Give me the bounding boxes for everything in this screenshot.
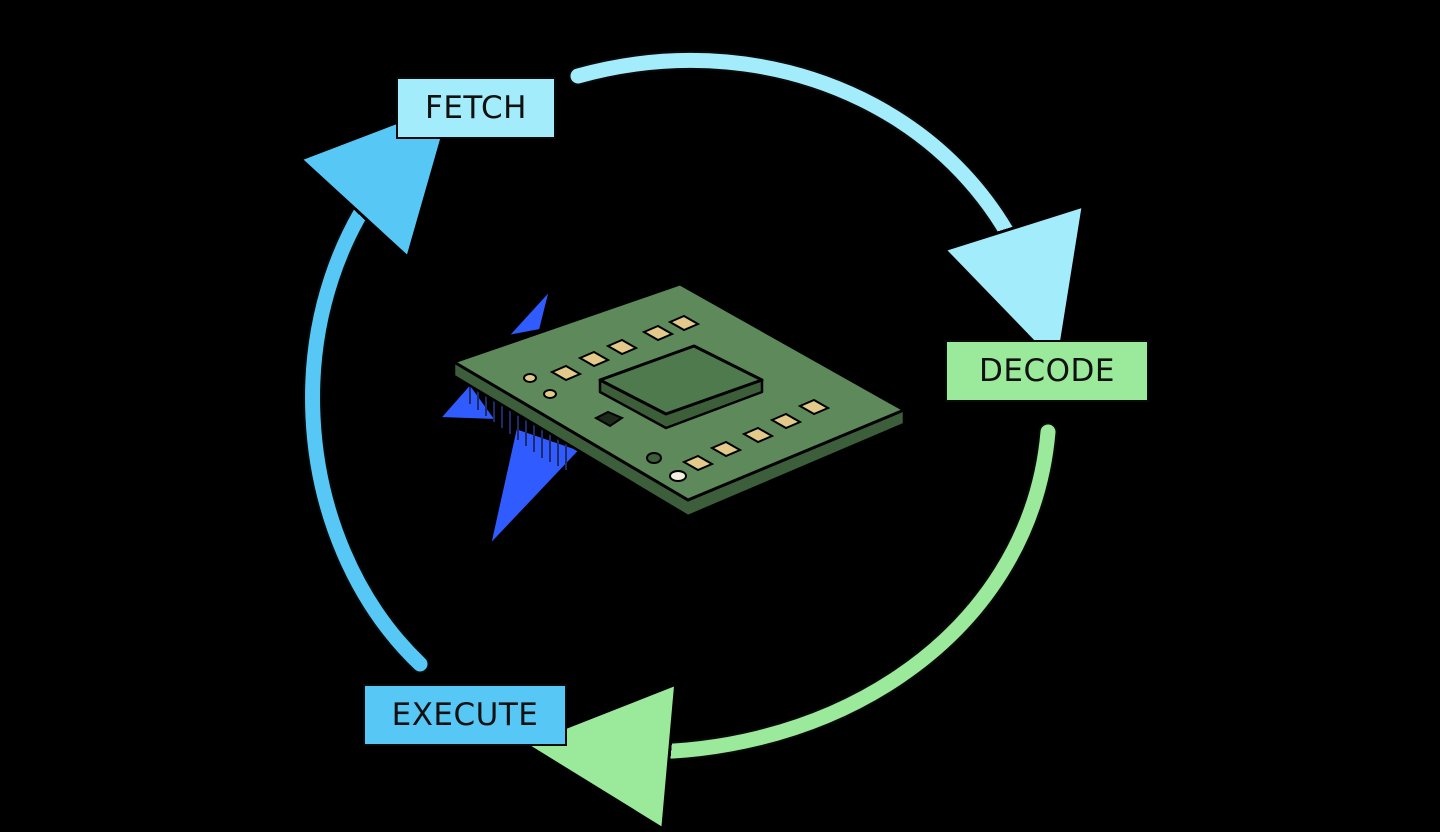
stage-fetch-label: FETCH <box>396 77 556 139</box>
stage-decode-label: DECODE <box>945 340 1149 402</box>
cpu-chip-icon <box>437 282 906 549</box>
chip-component <box>593 410 625 428</box>
chip-die <box>598 344 764 416</box>
stage-execute-label: EXECUTE <box>363 684 567 746</box>
chip-shadow-shard <box>437 382 499 422</box>
chip-shadow-shard <box>505 289 551 338</box>
chip-pads <box>523 314 831 472</box>
chip-component <box>646 452 662 464</box>
chip-component <box>669 470 687 482</box>
